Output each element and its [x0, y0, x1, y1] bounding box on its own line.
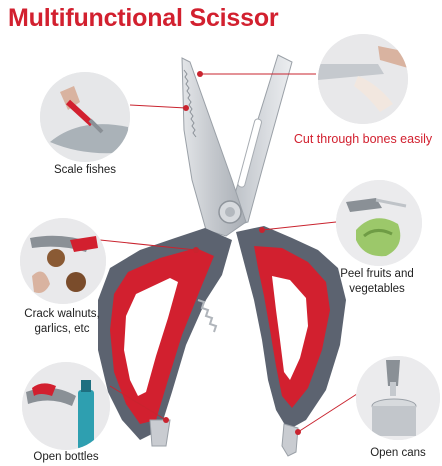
crack-walnuts-photo [20, 218, 106, 304]
open-cans-photo [356, 356, 440, 440]
blade-serration [183, 69, 197, 138]
peel-fruits-label-line1: Peel fruits and [340, 268, 414, 280]
left-finger-loop [124, 278, 178, 396]
scale-fishes-photo [40, 72, 130, 162]
peel-fruits-label-line2: vegetables [349, 283, 405, 295]
can-opener [281, 423, 299, 457]
open-bottles-photo [22, 362, 110, 450]
cut-bones-label: Cut through bones easily [293, 132, 433, 146]
cut-bones-photo [318, 34, 408, 124]
right-finger-loop [272, 276, 308, 380]
peel-fruits-photo [336, 180, 422, 266]
open-bottles-label: Open bottles [33, 451, 99, 463]
blade-slot [237, 118, 262, 188]
open-cans-label: Open cans [370, 447, 426, 459]
page-title: Multifunctional Scissor [8, 4, 279, 32]
crack-walnuts-label-line1: Crack walnuts, [24, 308, 100, 320]
scale-fishes-label: Scale fishes [53, 164, 116, 176]
crack-walnuts-label-line2: garlics, etc [34, 323, 90, 335]
left-blade [181, 57, 247, 237]
